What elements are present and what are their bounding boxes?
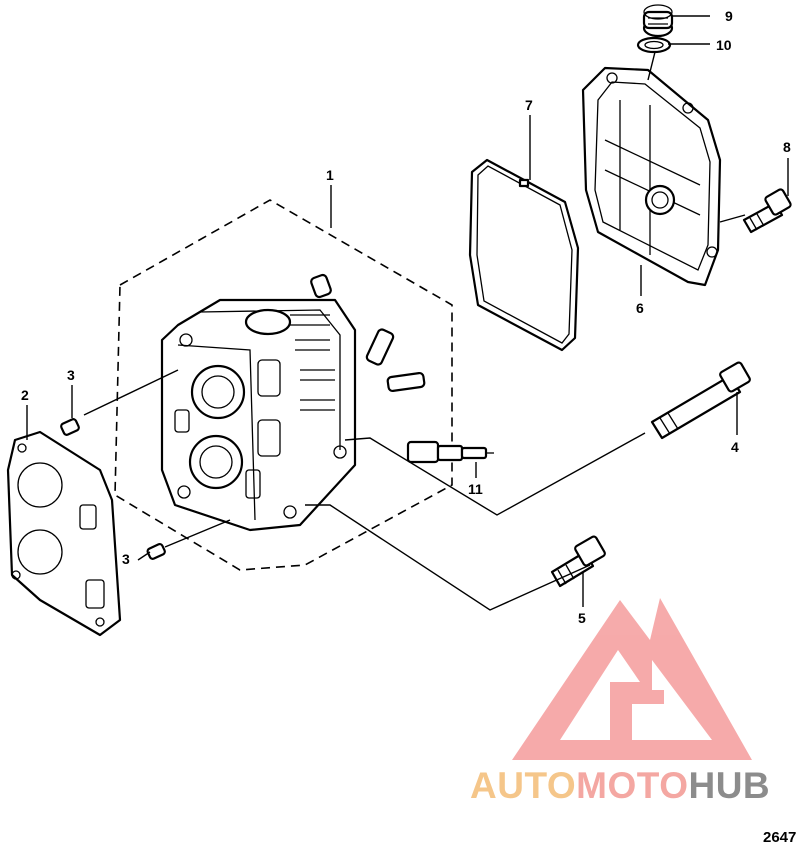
figure-number: 2647	[763, 829, 796, 846]
cylinder-head-drawing	[160, 298, 357, 532]
cylinder-head-cover-drawing	[581, 66, 722, 287]
callout-8: 8	[783, 139, 791, 155]
long-bolt-drawing	[650, 361, 751, 440]
leader-lines	[26, 15, 789, 611]
filler-cap-drawing	[642, 4, 674, 38]
filler-cap-seal-drawing	[636, 36, 672, 54]
plug-drawing	[310, 273, 426, 393]
dowel-pin-lower-drawing	[146, 542, 166, 560]
cover-bolt-drawing	[742, 188, 792, 234]
callout-4: 4	[731, 439, 739, 455]
callout-labels: 1 2 3 3 4 5 6 7 8 9 10 11	[21, 8, 791, 626]
watermark-hub: HUB	[688, 765, 770, 806]
automotohub-logo-icon	[512, 598, 752, 760]
svg-text:AUTOMOTOHUB: AUTOMOTOHUB	[470, 765, 770, 806]
callout-2: 2	[21, 387, 29, 403]
watermark-auto: AUTO	[470, 765, 576, 806]
watermark-moto: MOTO	[576, 765, 688, 806]
callout-9: 9	[725, 8, 733, 24]
callout-3-lower: 3	[122, 551, 130, 567]
cover-gasket-drawing	[468, 158, 580, 352]
cylinder-head-assembly-boundary	[114, 199, 453, 571]
spark-plug-drawing	[406, 440, 494, 464]
callout-10: 10	[716, 37, 732, 53]
callout-6: 6	[636, 300, 644, 316]
callout-7: 7	[525, 97, 533, 113]
dowel-pin-upper-drawing	[60, 418, 80, 436]
callout-1: 1	[326, 167, 334, 183]
automotohub-watermark: AUTOMOTOHUB	[470, 765, 770, 806]
cylinder-head-gasket-drawing	[6, 430, 122, 637]
callout-11: 11	[468, 481, 483, 497]
callout-3-upper: 3	[67, 367, 75, 383]
callout-5: 5	[578, 610, 586, 626]
